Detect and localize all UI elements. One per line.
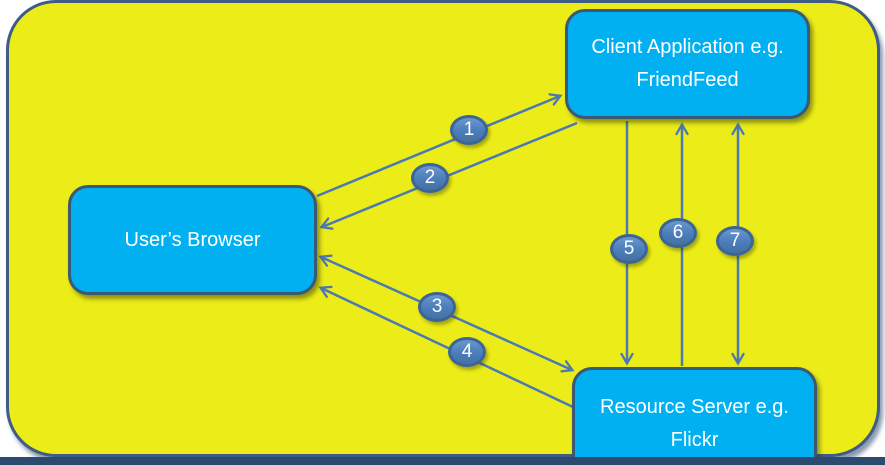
step-badge-4-label: 4 (461, 341, 473, 362)
step-badge-5: 5 (610, 234, 648, 264)
node-client-label-line2: FriendFeed (636, 69, 739, 91)
step-badge-7-label: 7 (729, 230, 741, 251)
node-client-application: Client Application e.g. FriendFeed (565, 9, 810, 119)
node-server-label-line2: Flickr (670, 429, 719, 451)
step-badge-3-label: 3 (431, 296, 443, 317)
node-server-label-line1: Resource Server e.g. (600, 396, 789, 418)
step-badge-5-label: 5 (623, 238, 635, 259)
step-badge-1-label: 1 (463, 119, 475, 140)
node-users-browser: User’s Browser (68, 185, 317, 295)
step-badge-1: 1 (450, 115, 488, 145)
step-badge-6: 6 (659, 218, 697, 248)
step-badge-3: 3 (418, 292, 456, 322)
frame-bottom-edge (0, 457, 885, 465)
node-browser-label: User’s Browser (124, 228, 261, 251)
arrow-2-client-to-browser (319, 121, 578, 230)
arrow-4-server-to-browser (318, 285, 574, 409)
step-badge-4: 4 (448, 337, 486, 367)
step-badge-7: 7 (716, 226, 754, 256)
node-resource-server: Resource Server e.g. Flickr (572, 367, 817, 465)
step-badge-2-label: 2 (424, 167, 436, 188)
step-badge-2: 2 (411, 163, 449, 193)
node-client-label-line1: Client Application e.g. (591, 36, 784, 58)
arrow-1-browser-to-client (316, 93, 563, 198)
step-badge-6-label: 6 (672, 222, 684, 243)
